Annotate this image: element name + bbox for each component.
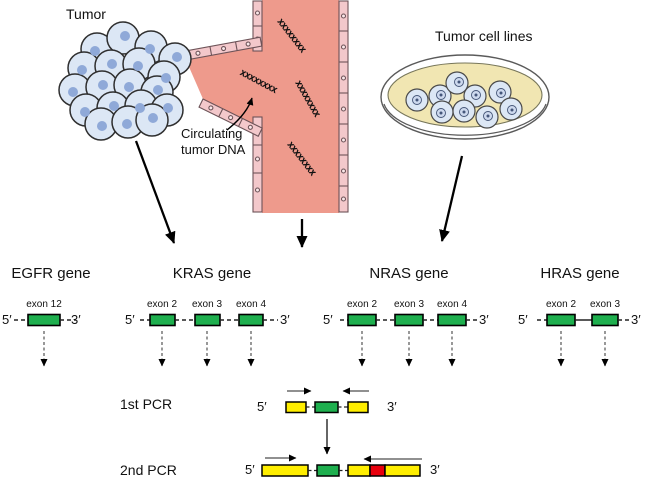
pcr-diagrams xyxy=(261,387,422,477)
gene-title-egfr: EGFR gene xyxy=(11,265,91,282)
pcr1-amplicon xyxy=(285,387,369,414)
gene-map-hras xyxy=(537,313,630,367)
kras-exon4-label: exon 4 xyxy=(235,299,267,310)
flow-arrows xyxy=(134,97,464,248)
pcr2-label: 2nd PCR xyxy=(120,462,177,478)
gene-title-nras: NRAS gene xyxy=(369,265,449,282)
nras-exon3-label: exon 3 xyxy=(393,299,425,310)
pcr1-5prime-label: 5′ xyxy=(257,399,267,414)
nras-exon4-label: exon 4 xyxy=(436,299,468,310)
gene-map-kras xyxy=(140,313,278,367)
egfr-exon12-label: exon 12 xyxy=(26,299,62,310)
kras-exon3-label: exon 3 xyxy=(191,299,223,310)
circulating-tumor-dna-label: Circulating tumor DNA xyxy=(181,126,245,159)
tumor-label: Tumor xyxy=(66,6,106,22)
vessel-wall-branch-bottom xyxy=(198,98,263,137)
dish-cell-nucleoli xyxy=(415,80,514,118)
egfr-3prime-label: 3′ xyxy=(71,312,81,327)
nras-3prime-label: 3′ xyxy=(479,312,489,327)
circulating-line1: Circulating xyxy=(181,126,243,141)
pcr2-3prime-label: 3′ xyxy=(430,462,440,477)
kras-5prime-label: 5′ xyxy=(125,312,135,327)
nras-5prime-label: 5′ xyxy=(323,312,333,327)
pcr1-label: 1st PCR xyxy=(120,396,173,412)
gene-map-nras xyxy=(340,313,478,367)
tumor-cluster xyxy=(58,21,192,141)
circulating-line2: tumor DNA xyxy=(181,142,246,158)
arrow-tumor-to-genes xyxy=(134,140,176,244)
vessel-wall-right xyxy=(338,0,349,213)
tumor-cell-nuclei xyxy=(68,31,182,131)
arrow-ctdna-pointer xyxy=(226,97,254,131)
pcr2-5prime-label: 5′ xyxy=(245,462,255,477)
gene-maps xyxy=(14,313,630,367)
nras-exon2-label: exon 2 xyxy=(346,299,378,310)
kras-3prime-label: 3′ xyxy=(280,312,290,327)
hras-exon3-label: exon 3 xyxy=(589,299,621,310)
hras-exon2-label: exon 2 xyxy=(545,299,577,310)
gene-title-hras: HRAS gene xyxy=(540,265,620,282)
pcr1-3prime-label: 3′ xyxy=(387,399,397,414)
petri-dish xyxy=(380,54,550,140)
tumor-cell-lines-label: Tumor cell lines xyxy=(435,28,533,44)
egfr-5prime-label: 5′ xyxy=(2,312,12,327)
kras-exon2-label: exon 2 xyxy=(146,299,178,310)
blood-vessel xyxy=(183,0,349,213)
pcr2-amplicon xyxy=(261,454,422,477)
dish-cells xyxy=(405,71,523,129)
gene-map-egfr xyxy=(14,313,76,367)
hras-5prime-label: 5′ xyxy=(518,312,528,327)
gene-title-kras: KRAS gene xyxy=(172,265,252,282)
arrow-dish-to-genes xyxy=(439,155,464,242)
hras-3prime-label: 3′ xyxy=(631,312,641,327)
